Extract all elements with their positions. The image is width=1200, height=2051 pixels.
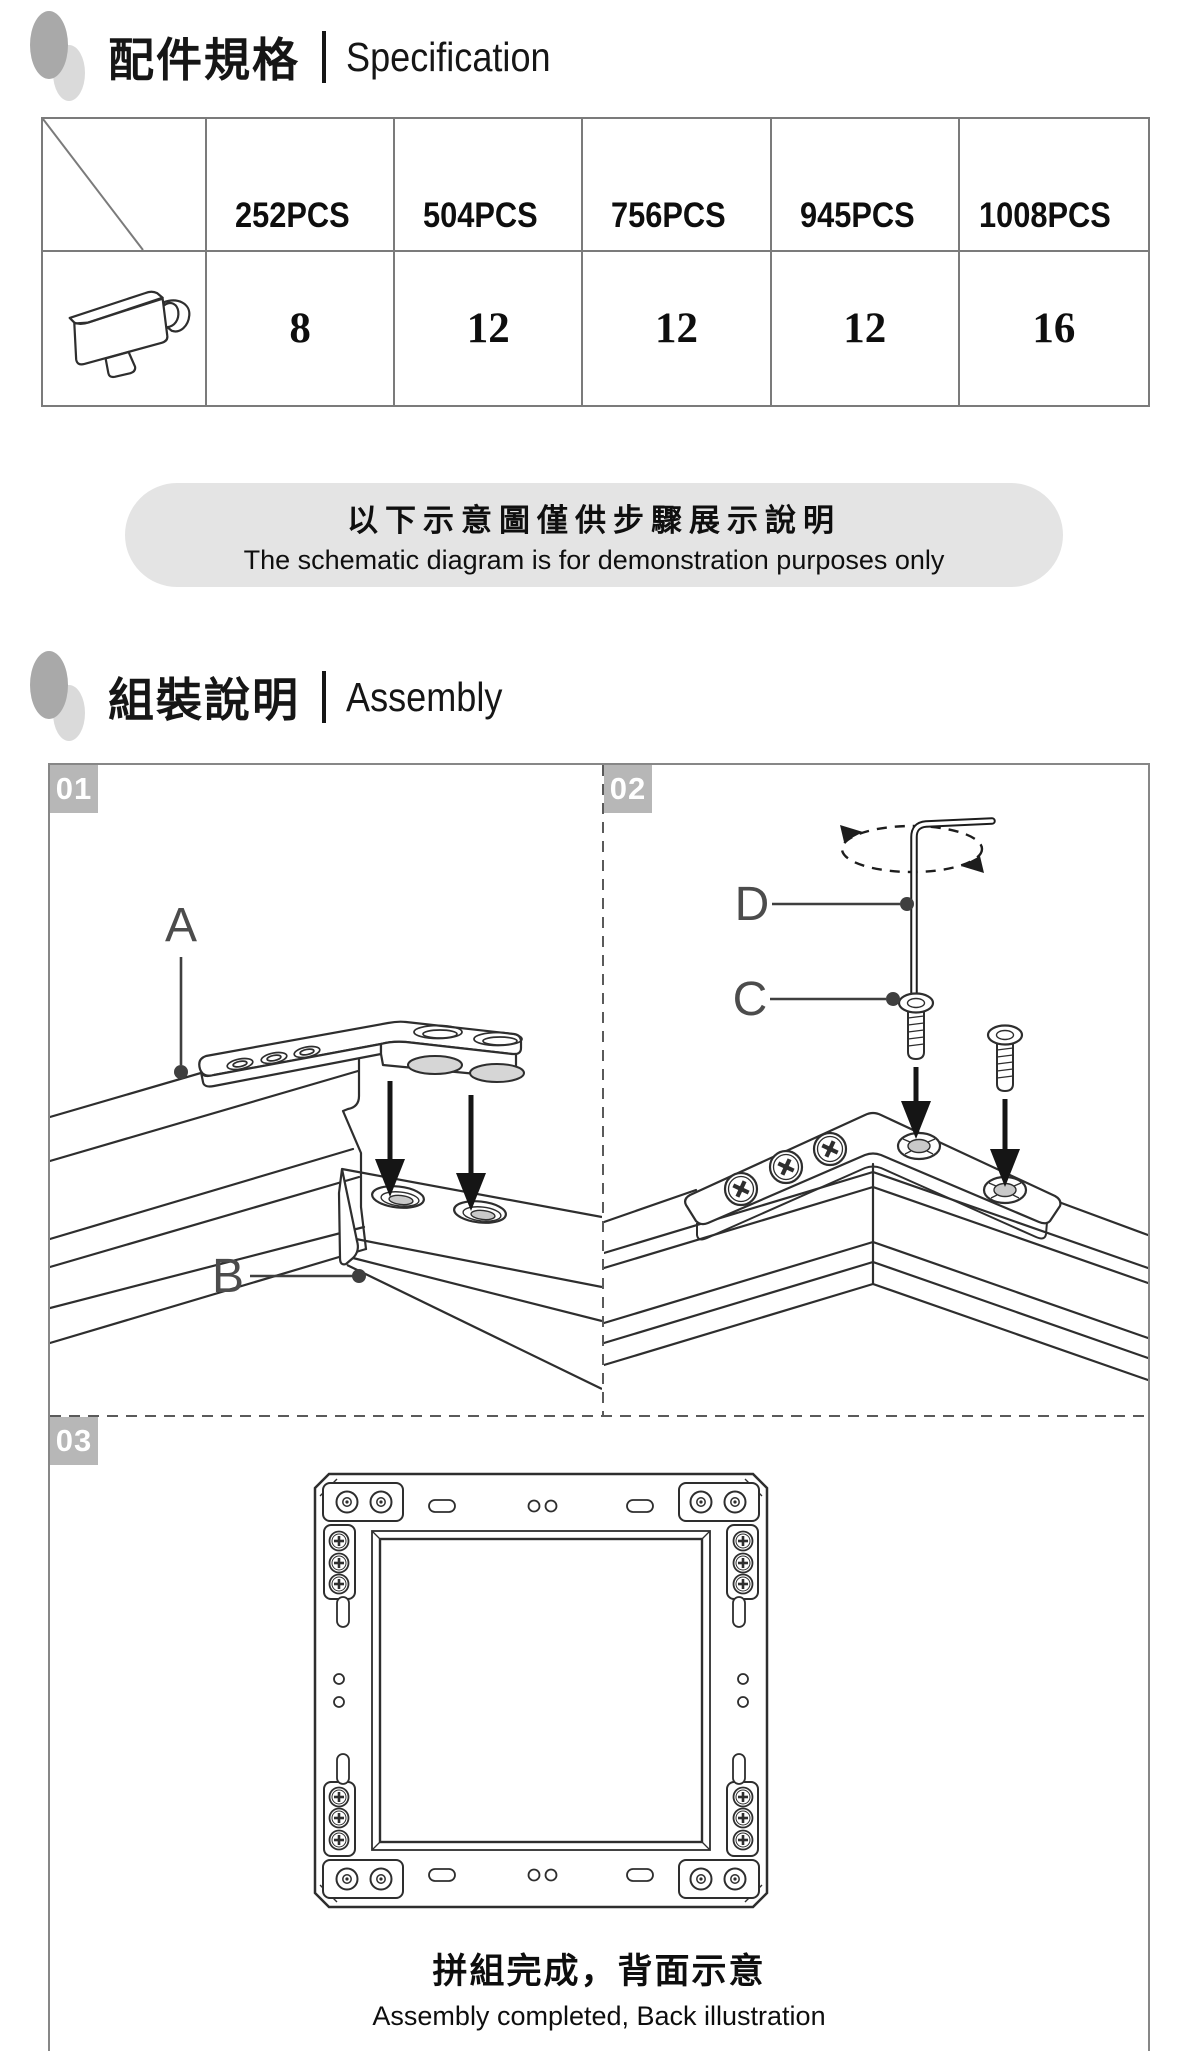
step1-illustration: A B — [50, 899, 602, 1390]
bracket-screw-holes — [226, 1024, 523, 1071]
dashed-divider-horizontal — [50, 1415, 1148, 1417]
table-col-header: 252PCS — [207, 119, 396, 252]
screw-arrowheads — [901, 1101, 1020, 1187]
step-badge-03: 03 — [50, 1417, 98, 1465]
label-leader-dots — [174, 1065, 366, 1283]
insert-arrows — [387, 1081, 474, 1177]
diagonal-slash-icon — [43, 119, 144, 250]
table-col-header: 756PCS — [583, 119, 772, 252]
part-label-b: B — [212, 1250, 244, 1303]
assembly-steps-box: A B — [48, 763, 1150, 2051]
step3-illustration — [313, 1472, 769, 1909]
rail-b-countersink-holes — [371, 1185, 507, 1224]
table-qty-cell: 16 — [1032, 305, 1076, 352]
plate-countersink-holes — [896, 1131, 1028, 1205]
label-leader-lines — [770, 902, 900, 1001]
table-qty-cell: 12 — [583, 252, 772, 405]
frame-slots — [336, 1499, 746, 1882]
table-qty-cell: 12 — [395, 252, 584, 405]
part-label-c: C — [733, 973, 768, 1026]
step-badge-01: 01 — [50, 765, 98, 813]
table-part-cell — [43, 252, 207, 405]
spec-section-header: 配件規格 Specification — [28, 5, 578, 109]
assembly-title-zh: 組裝說明 — [108, 673, 300, 727]
hex-key-part-d — [910, 817, 996, 997]
part-label-d: D — [735, 878, 770, 931]
label-leader-dots — [886, 897, 914, 1006]
section-bullet-circles-icon — [30, 651, 85, 741]
corner-plate-assemblies — [321, 1481, 761, 1900]
notice-line-zh: 以下示意圖僅供步驟展示說明 — [347, 502, 841, 539]
spec-title-zh: 配件規格 — [108, 33, 300, 87]
table-col-header: 1008PCS — [959, 119, 1148, 252]
step-badge-02: 02 — [604, 765, 652, 813]
table-corner-cell — [43, 119, 207, 252]
specification-table: 252PCS 504PCS 756PCS 945PCS 1008PCS 8 12… — [41, 117, 1150, 407]
corner-clip-part-icon — [68, 290, 191, 378]
bracket-pegs — [407, 1055, 525, 1083]
spec-title-en: Specification — [346, 33, 551, 80]
table-qty-cell: 12 — [772, 252, 960, 405]
table-col-header: 945PCS — [771, 119, 960, 252]
screw-arrows — [913, 1067, 1008, 1153]
insert-arrowheads — [375, 1159, 486, 1211]
screw-part-c — [897, 992, 935, 1061]
corner-plate — [684, 1111, 1062, 1241]
assembly-title-en: Assembly — [346, 673, 503, 720]
frame-back-outline — [313, 1472, 769, 1909]
label-leader-lines — [179, 957, 353, 1278]
notice-line-en: The schematic diagram is for demonstrati… — [243, 544, 945, 575]
section-bullet-circles-icon — [30, 11, 85, 101]
caption-zh: 拼組完成，背面示意 — [432, 1952, 766, 1992]
frame-corner-rails — [604, 1162, 1148, 1382]
title-divider-bar — [322, 671, 326, 723]
notice-banner: 以下示意圖僅供步驟展示說明 The schematic diagram is f… — [125, 483, 1063, 587]
frame-holes — [333, 1499, 749, 1882]
title-divider-bar — [322, 31, 326, 83]
phillips-screws — [723, 1131, 848, 1207]
screw-second — [986, 1024, 1024, 1093]
assembly-section-header: 組裝說明 Assembly — [28, 645, 524, 749]
table-col-header: 504PCS — [395, 119, 584, 252]
step3-caption: 拼組完成，背面示意 Assembly completed, Back illus… — [50, 1943, 1148, 2032]
step2-illustration: D C — [604, 817, 1148, 1382]
dashed-divider-vertical — [602, 765, 604, 1415]
table-qty-cell: 8 — [207, 252, 396, 405]
caption-en: Assembly completed, Back illustration — [372, 2001, 826, 2031]
frame-rail-a — [50, 1031, 368, 1345]
part-label-a: A — [165, 899, 197, 952]
